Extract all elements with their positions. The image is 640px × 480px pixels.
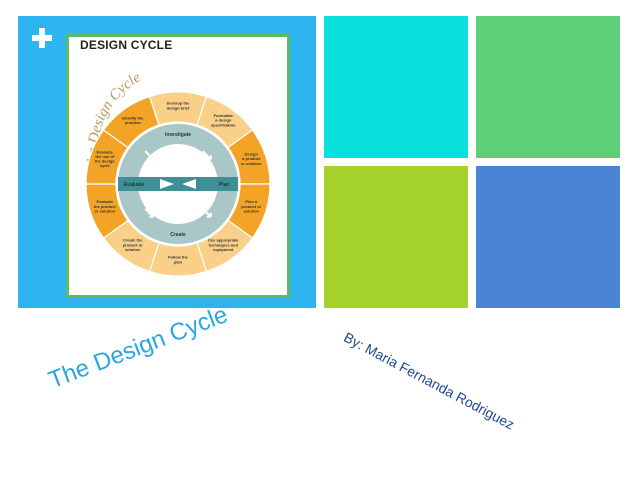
phase-label-top: Investigate [165,132,191,138]
tile-green [476,16,620,158]
phase-label-bottom: Create [170,232,186,238]
arrow-icon [160,179,174,189]
tile-cyan [324,16,468,158]
flow-arrow-icon [144,150,155,161]
tile-blue [476,166,620,308]
tile-lime [324,166,468,308]
phase-label-left: Evaluate [124,182,145,188]
flow-arrow-icon [202,208,212,218]
figure-title: DESIGN CYCLE [80,38,173,52]
arrow-icon [182,179,196,189]
phase-label-right: Plan [219,182,230,188]
center-bar [118,177,238,191]
plus-icon [30,26,54,50]
flow-arrow-icon [202,150,212,161]
cycle-segment [102,95,160,149]
flow-arrow-icon [144,208,155,218]
slide-title: The Design Cycle [44,301,232,395]
author-byline: By: Maria Fernanda Rodriguez [341,328,518,433]
